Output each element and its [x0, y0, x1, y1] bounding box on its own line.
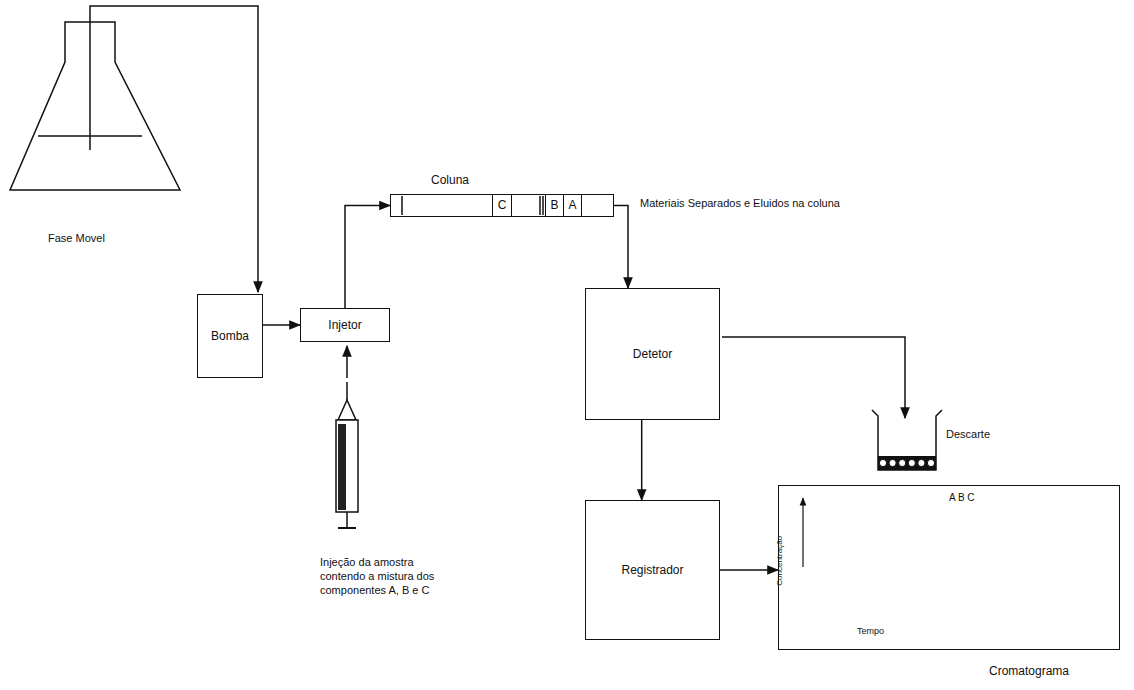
chromatogram-box: A B CConcentraçãoTempoCromatograma: [778, 485, 1120, 650]
beads: [879, 459, 934, 466]
caption: Cromatograma: [989, 664, 1069, 678]
injector-box: Injetor: [300, 308, 390, 342]
node-text: Coluna: [431, 173, 469, 187]
column-output-label: Materiais Separados e Eluidos na coluna: [640, 197, 940, 211]
node-text: Injetor: [328, 318, 361, 332]
node-text: C: [498, 198, 507, 212]
mobile-phase-label: Fase Movel: [48, 232, 168, 246]
node-text: A: [568, 198, 576, 212]
column-bands: [402, 196, 543, 215]
bead: [879, 459, 886, 466]
column-box: ColunaCBA: [390, 194, 614, 217]
node-text: B: [550, 198, 558, 212]
column-band: C: [492, 194, 512, 217]
detector-box: Detetor: [585, 288, 720, 420]
chromatogram-plot: [779, 486, 842, 567]
flow-arrow: [345, 206, 390, 309]
drain-line: [722, 337, 905, 418]
axis-label: Concentração: [775, 536, 785, 586]
column-band: B: [545, 194, 564, 217]
recorder-box: Registrador: [585, 500, 720, 640]
bead: [918, 459, 925, 466]
node-text: Bomba: [211, 329, 249, 343]
flask: [10, 22, 180, 190]
node-text: Registrador: [621, 563, 683, 577]
waste-beaker: [872, 410, 942, 470]
bead: [899, 459, 906, 466]
column-band: A: [563, 194, 582, 217]
syringe: [336, 382, 358, 528]
bead: [908, 459, 915, 466]
sample-injection-label: Injeção da amostra contendo a mistura do…: [320, 556, 438, 597]
bead: [927, 459, 934, 466]
flow-arrow: [641, 420, 643, 500]
feed-tube: [90, 6, 258, 292]
flow-arrow: [614, 206, 628, 289]
peak-labels: A B C: [949, 492, 975, 504]
waste-label: Descarte: [946, 428, 1036, 442]
injection-arrow: [346, 346, 348, 378]
axis-label: Tempo: [857, 626, 884, 637]
pump-box: Bomba: [197, 294, 263, 378]
flow-arrow: [720, 569, 778, 571]
node-text: Detetor: [633, 347, 672, 361]
bead: [889, 459, 896, 466]
flow-arrow: [263, 324, 300, 326]
y-axis-arrow: [802, 498, 803, 567]
